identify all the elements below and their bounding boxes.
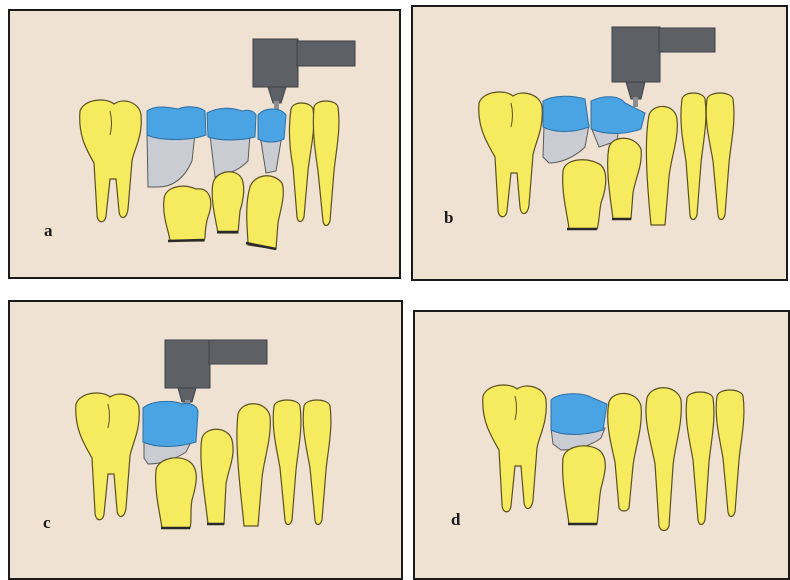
dental-handpiece-icon: [165, 340, 267, 410]
incisors-right: [290, 101, 339, 226]
blue-crowns: [147, 107, 286, 142]
blue-crowns: [543, 96, 645, 133]
incisors-right: [273, 400, 331, 525]
panel-label-c: c: [43, 513, 51, 533]
molar-left-tooth-icon: [76, 393, 140, 520]
dental-handpiece-icon: [253, 39, 355, 111]
panel-d: d: [413, 310, 790, 580]
molar-left-tooth-icon: [80, 100, 142, 222]
panel-b: b: [411, 5, 788, 281]
panel-label-b: b: [444, 208, 453, 228]
molar-left-tooth-icon: [479, 92, 543, 217]
incisors-right: [686, 390, 744, 525]
erupting-teeth: [164, 172, 284, 249]
resorbed-root-2: [210, 135, 250, 177]
incisors-right: [681, 93, 734, 220]
blue-crowns: [143, 401, 198, 446]
panel-a-drawing: [10, 11, 401, 279]
panel-d-drawing: [415, 312, 790, 580]
blue-crowns: [551, 394, 607, 435]
panel-c: c: [8, 300, 403, 580]
panel-b-drawing: [413, 7, 788, 281]
panel-a: a: [8, 9, 401, 279]
panel-label-a: a: [44, 221, 53, 241]
panel-label-d: d: [451, 510, 460, 530]
panel-c-drawing: [10, 302, 403, 580]
molar-left-tooth-icon: [483, 385, 547, 512]
resorbed-root-1: [147, 133, 195, 187]
